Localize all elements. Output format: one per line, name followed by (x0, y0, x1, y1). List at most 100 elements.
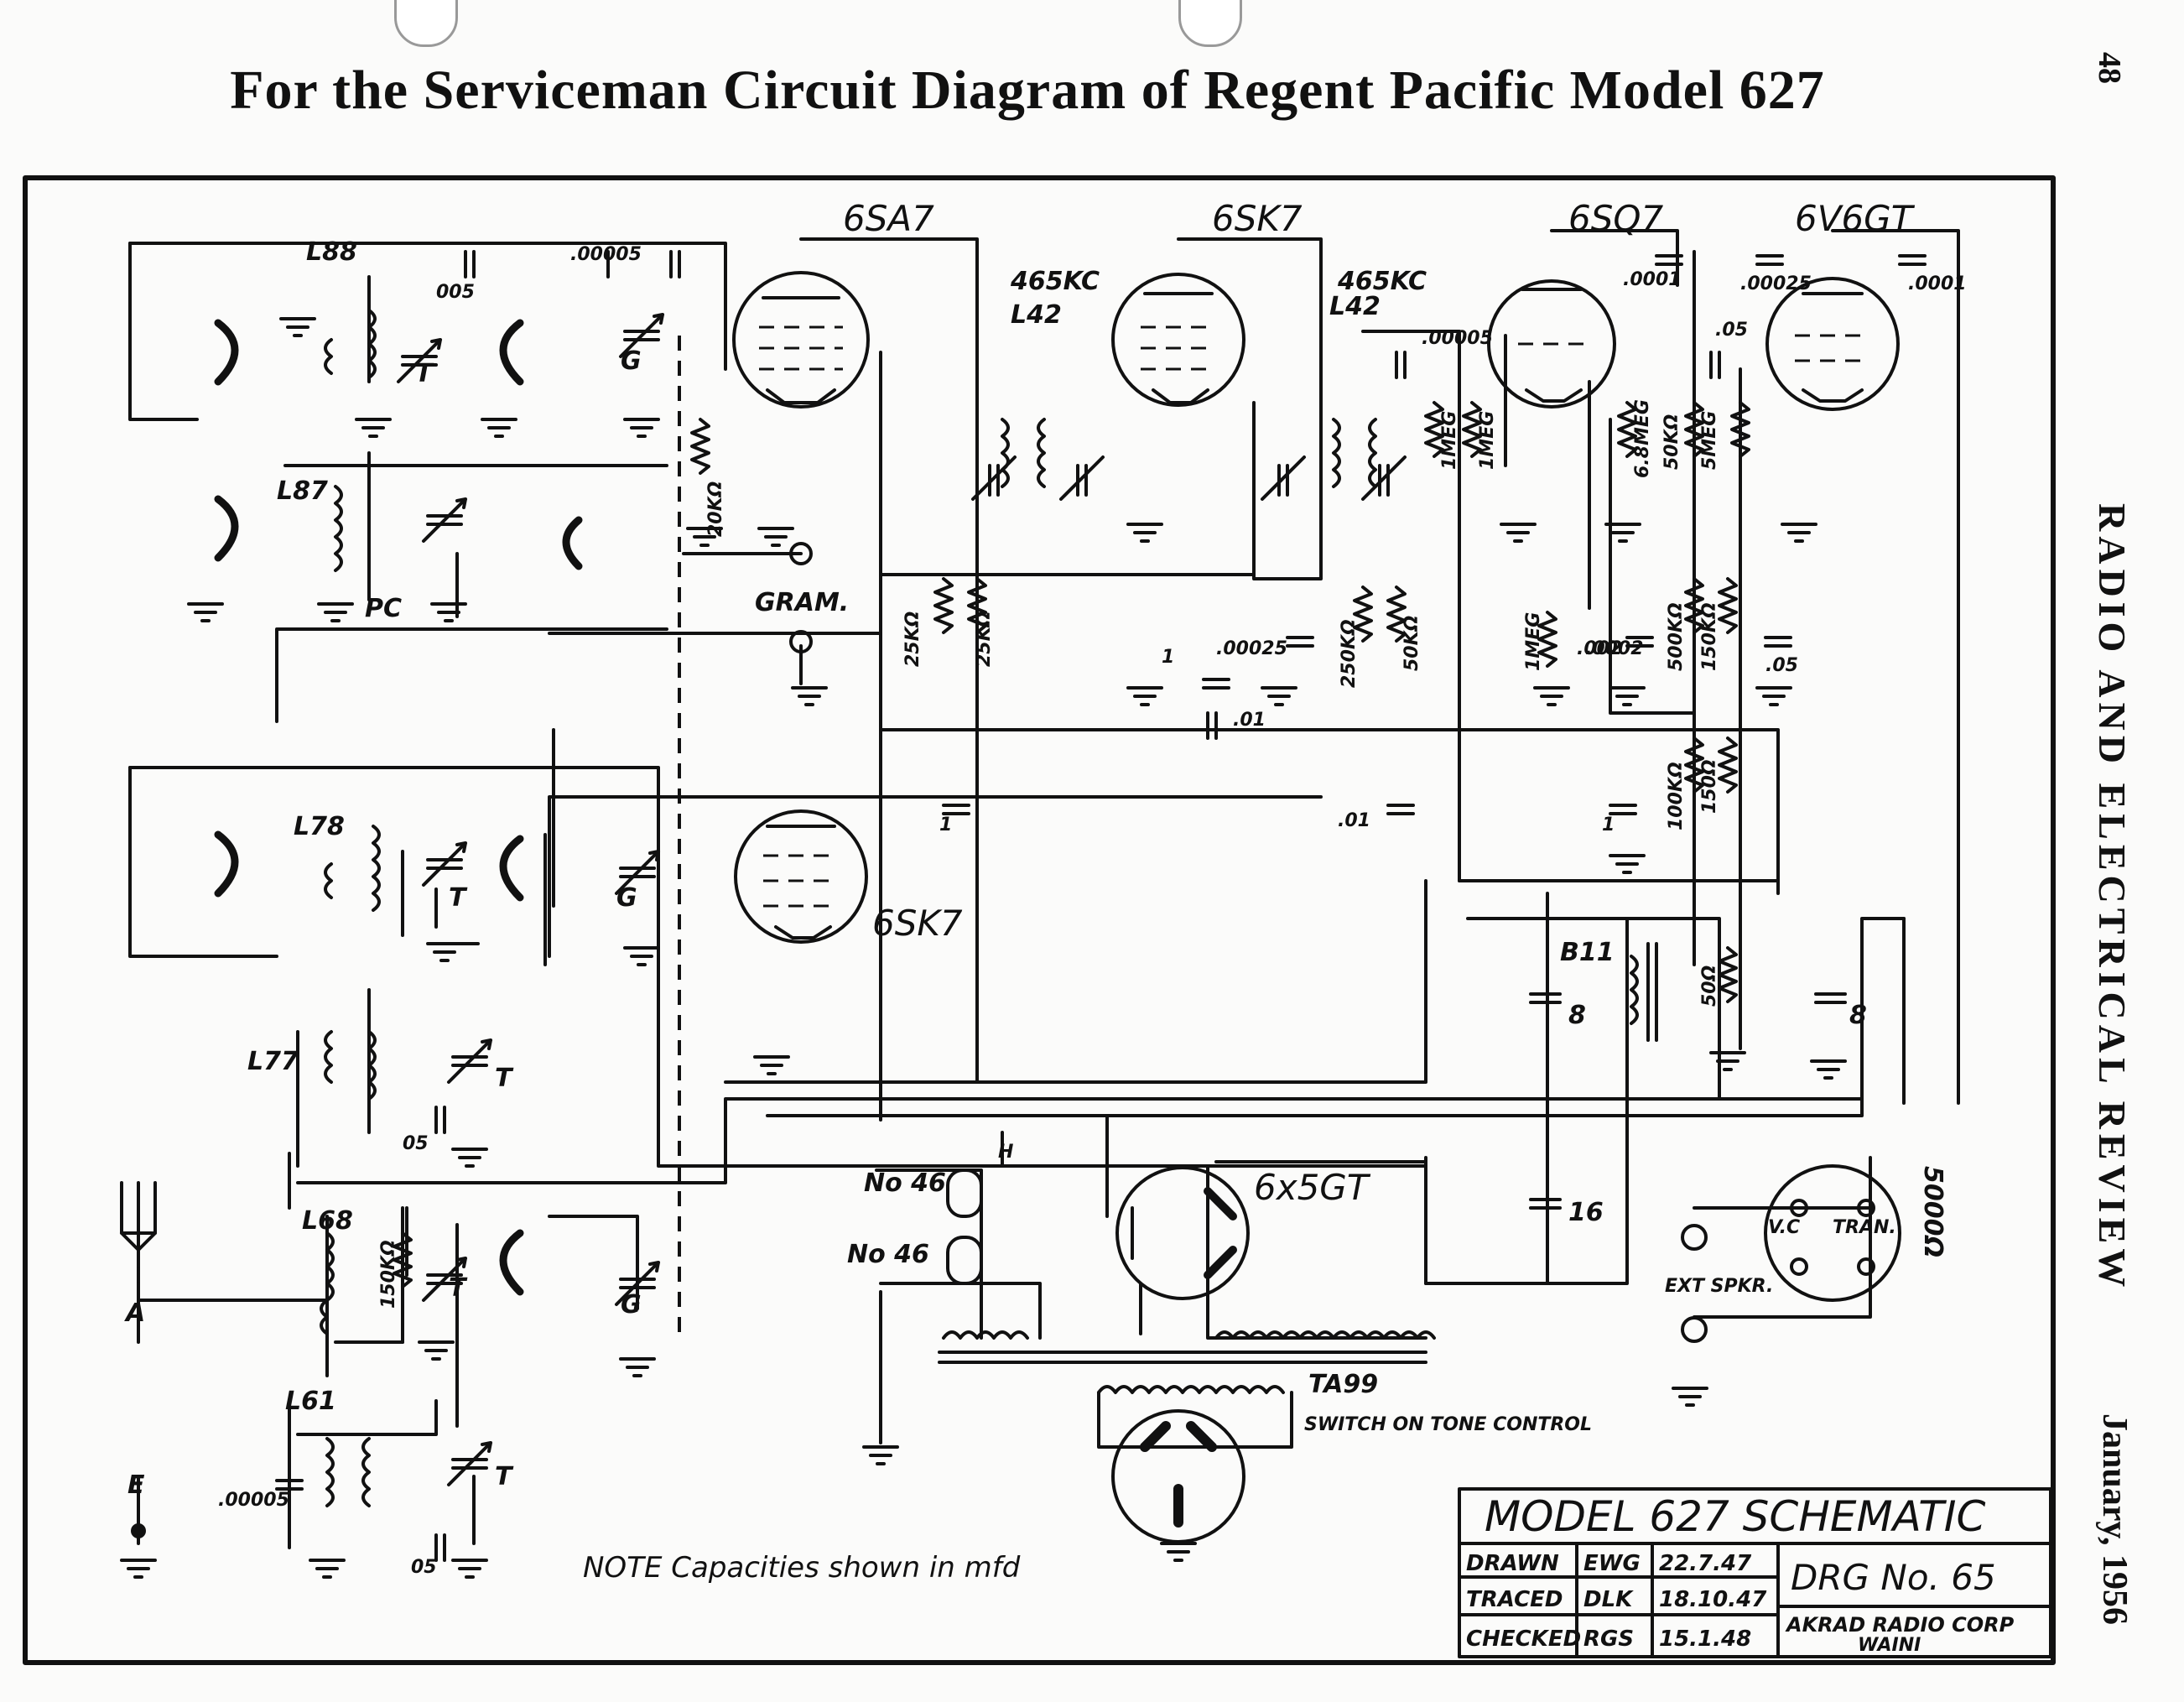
tb-drg-no: DRG No. 65 (1791, 1557, 1996, 1598)
label-trim-t-3: T (495, 1064, 514, 1093)
drawing-border (23, 175, 2056, 1665)
label-c-00005-ant: .00005 (218, 1490, 289, 1511)
tb-checked-label: CHECKED (1466, 1627, 1581, 1652)
label-l77: L77 (247, 1047, 299, 1076)
coils (320, 309, 1658, 1507)
label-switch-note: SWITCH ON TONE CONTROL (1304, 1414, 1592, 1435)
pilot-lamps (946, 1168, 983, 1285)
aerial-symbol (120, 1181, 157, 1344)
label-c-1-c: 1 (1602, 815, 1615, 835)
label-6sq7: 6SQ7 (1568, 198, 1663, 239)
label-c-05-a: .05 (1715, 320, 1748, 341)
mains-plug (1111, 1409, 1245, 1543)
label-c-05-d: 05 (411, 1557, 437, 1578)
label-ext-spkr: EXT SPKR. (1665, 1276, 1773, 1297)
label-l78: L78 (294, 812, 345, 841)
label-l42-2: L42 (1329, 292, 1381, 321)
label-r-5meg: 5MEG (1699, 411, 1720, 470)
label-gang-g-1: G (621, 346, 642, 376)
title-block-title: MODEL 627 SCHEMATIC (1485, 1492, 1986, 1541)
label-r-1meg-b: 1MEG (1477, 411, 1498, 470)
label-r-100k: 100KΩ (1666, 762, 1687, 830)
label-trim-t-5: T (495, 1462, 514, 1491)
label-r-68meg: 6.8MEG (1632, 399, 1653, 478)
label-c-05-b: .05 (1765, 655, 1798, 676)
label-trim-t-4: T (449, 1273, 468, 1303)
tb-company: AKRAD RADIO CORP (1785, 1613, 2015, 1637)
label-6v6gt: 6V6GT (1795, 198, 1916, 239)
gram-jacks (789, 542, 813, 653)
label-6sk7-if: 6SK7 (1212, 198, 1303, 239)
label-c-1-b: 1 (1162, 647, 1174, 668)
label-465kc-2: 465KC (1337, 267, 1427, 296)
label-c-0002: .0002 (1585, 638, 1644, 659)
tube-6x5gt-symbol (1115, 1166, 1250, 1300)
tb-drawn-label: DRAWN (1466, 1551, 1559, 1576)
title-block-frame (1458, 1487, 2052, 1658)
tube-6sa7-symbol (732, 271, 870, 409)
label-speaker-tran: TRAN. (1833, 1217, 1896, 1238)
label-elec-8a: 8 (1568, 1001, 1586, 1030)
label-r-50-c: 50Ω (1699, 966, 1720, 1007)
resistors (393, 401, 1750, 1288)
label-c-002: .002 (1577, 638, 1622, 659)
label-r-20k: 20KΩ (705, 481, 726, 537)
label-padder-pc: PC (365, 594, 402, 623)
label-c-05-c: 05 (403, 1133, 429, 1154)
speaker-plug (1764, 1164, 1901, 1302)
label-c-1-a: 1 (939, 815, 952, 835)
capacitors (275, 250, 1927, 1562)
label-r-50k-a: 50KΩ (1401, 616, 1422, 671)
punch-hole-left (394, 0, 458, 47)
label-r-1meg-vol: 1MEG (1523, 612, 1544, 671)
label-c-00025-b: .00025 (1216, 638, 1287, 659)
label-r-25k-b: 25KΩ (974, 612, 995, 667)
label-earth: E (127, 1470, 145, 1500)
label-6sk7-rf: 6SK7 (872, 903, 963, 944)
label-elec-16: 16 (1568, 1198, 1604, 1227)
tb-checked-date: 15.1.48 (1659, 1627, 1751, 1652)
label-r-1meg-a: 1MEG (1439, 411, 1460, 470)
label-465kc-1: 465KC (1010, 267, 1100, 296)
label-l68: L68 (302, 1206, 353, 1236)
wavechange-switch-wafers (214, 319, 583, 1296)
label-r-250k: 250KΩ (1339, 619, 1360, 688)
label-c-005-top: 005 (436, 282, 475, 303)
label-gram: GRAM. (755, 588, 849, 617)
tb-drawn-date: 22.7.47 (1659, 1551, 1752, 1576)
tube-6sk7-rf-symbol (734, 809, 868, 944)
label-ta99: TA99 (1308, 1370, 1378, 1399)
label-trim-t-2: T (449, 883, 468, 913)
label-c-0001: .0001 (1623, 269, 1682, 290)
tb-traced-date: 18.10.47 (1659, 1587, 1767, 1612)
ext-speaker-jacks (1681, 1224, 1708, 1343)
earth-terminal (131, 1523, 146, 1538)
label-r-150k-ant: 150KΩ (378, 1240, 399, 1309)
label-elec-8b: 8 (1849, 1001, 1867, 1030)
tube-6sk7-if-symbol (1111, 273, 1245, 407)
label-pilot-1: No 46 (864, 1168, 946, 1198)
label-l87: L87 (277, 476, 328, 506)
label-c-00005-det: .00005 (1422, 328, 1493, 349)
label-r-50k-b: 50KΩ (1661, 414, 1682, 470)
label-trim-t-1: T (415, 359, 434, 388)
label-pilot-2: No 46 (847, 1240, 929, 1269)
tb-location: WAINI (1858, 1635, 1921, 1656)
label-r-150k-a: 150KΩ (1699, 602, 1720, 671)
tube-6v6gt-symbol (1765, 277, 1900, 411)
label-c-01-a: .01 (1233, 710, 1266, 731)
punch-hole-right (1178, 0, 1242, 47)
label-c-0001-out: .0001 (1908, 273, 1967, 294)
label-heater-h: H (998, 1142, 1013, 1163)
label-r-150-b: 150Ω (1699, 759, 1720, 814)
capacity-note: NOTE Capacities shown in mfd (583, 1551, 1021, 1585)
tb-traced-label: TRACED (1466, 1587, 1563, 1612)
label-c-00005-top: .00005 (570, 244, 642, 265)
tb-drawn-by: EWG (1583, 1551, 1641, 1576)
label-l42-1: L42 (1011, 300, 1062, 330)
label-l88: L88 (306, 237, 357, 267)
label-gang-g-2: G (616, 883, 637, 913)
label-r-500k: 500KΩ (1666, 602, 1687, 671)
